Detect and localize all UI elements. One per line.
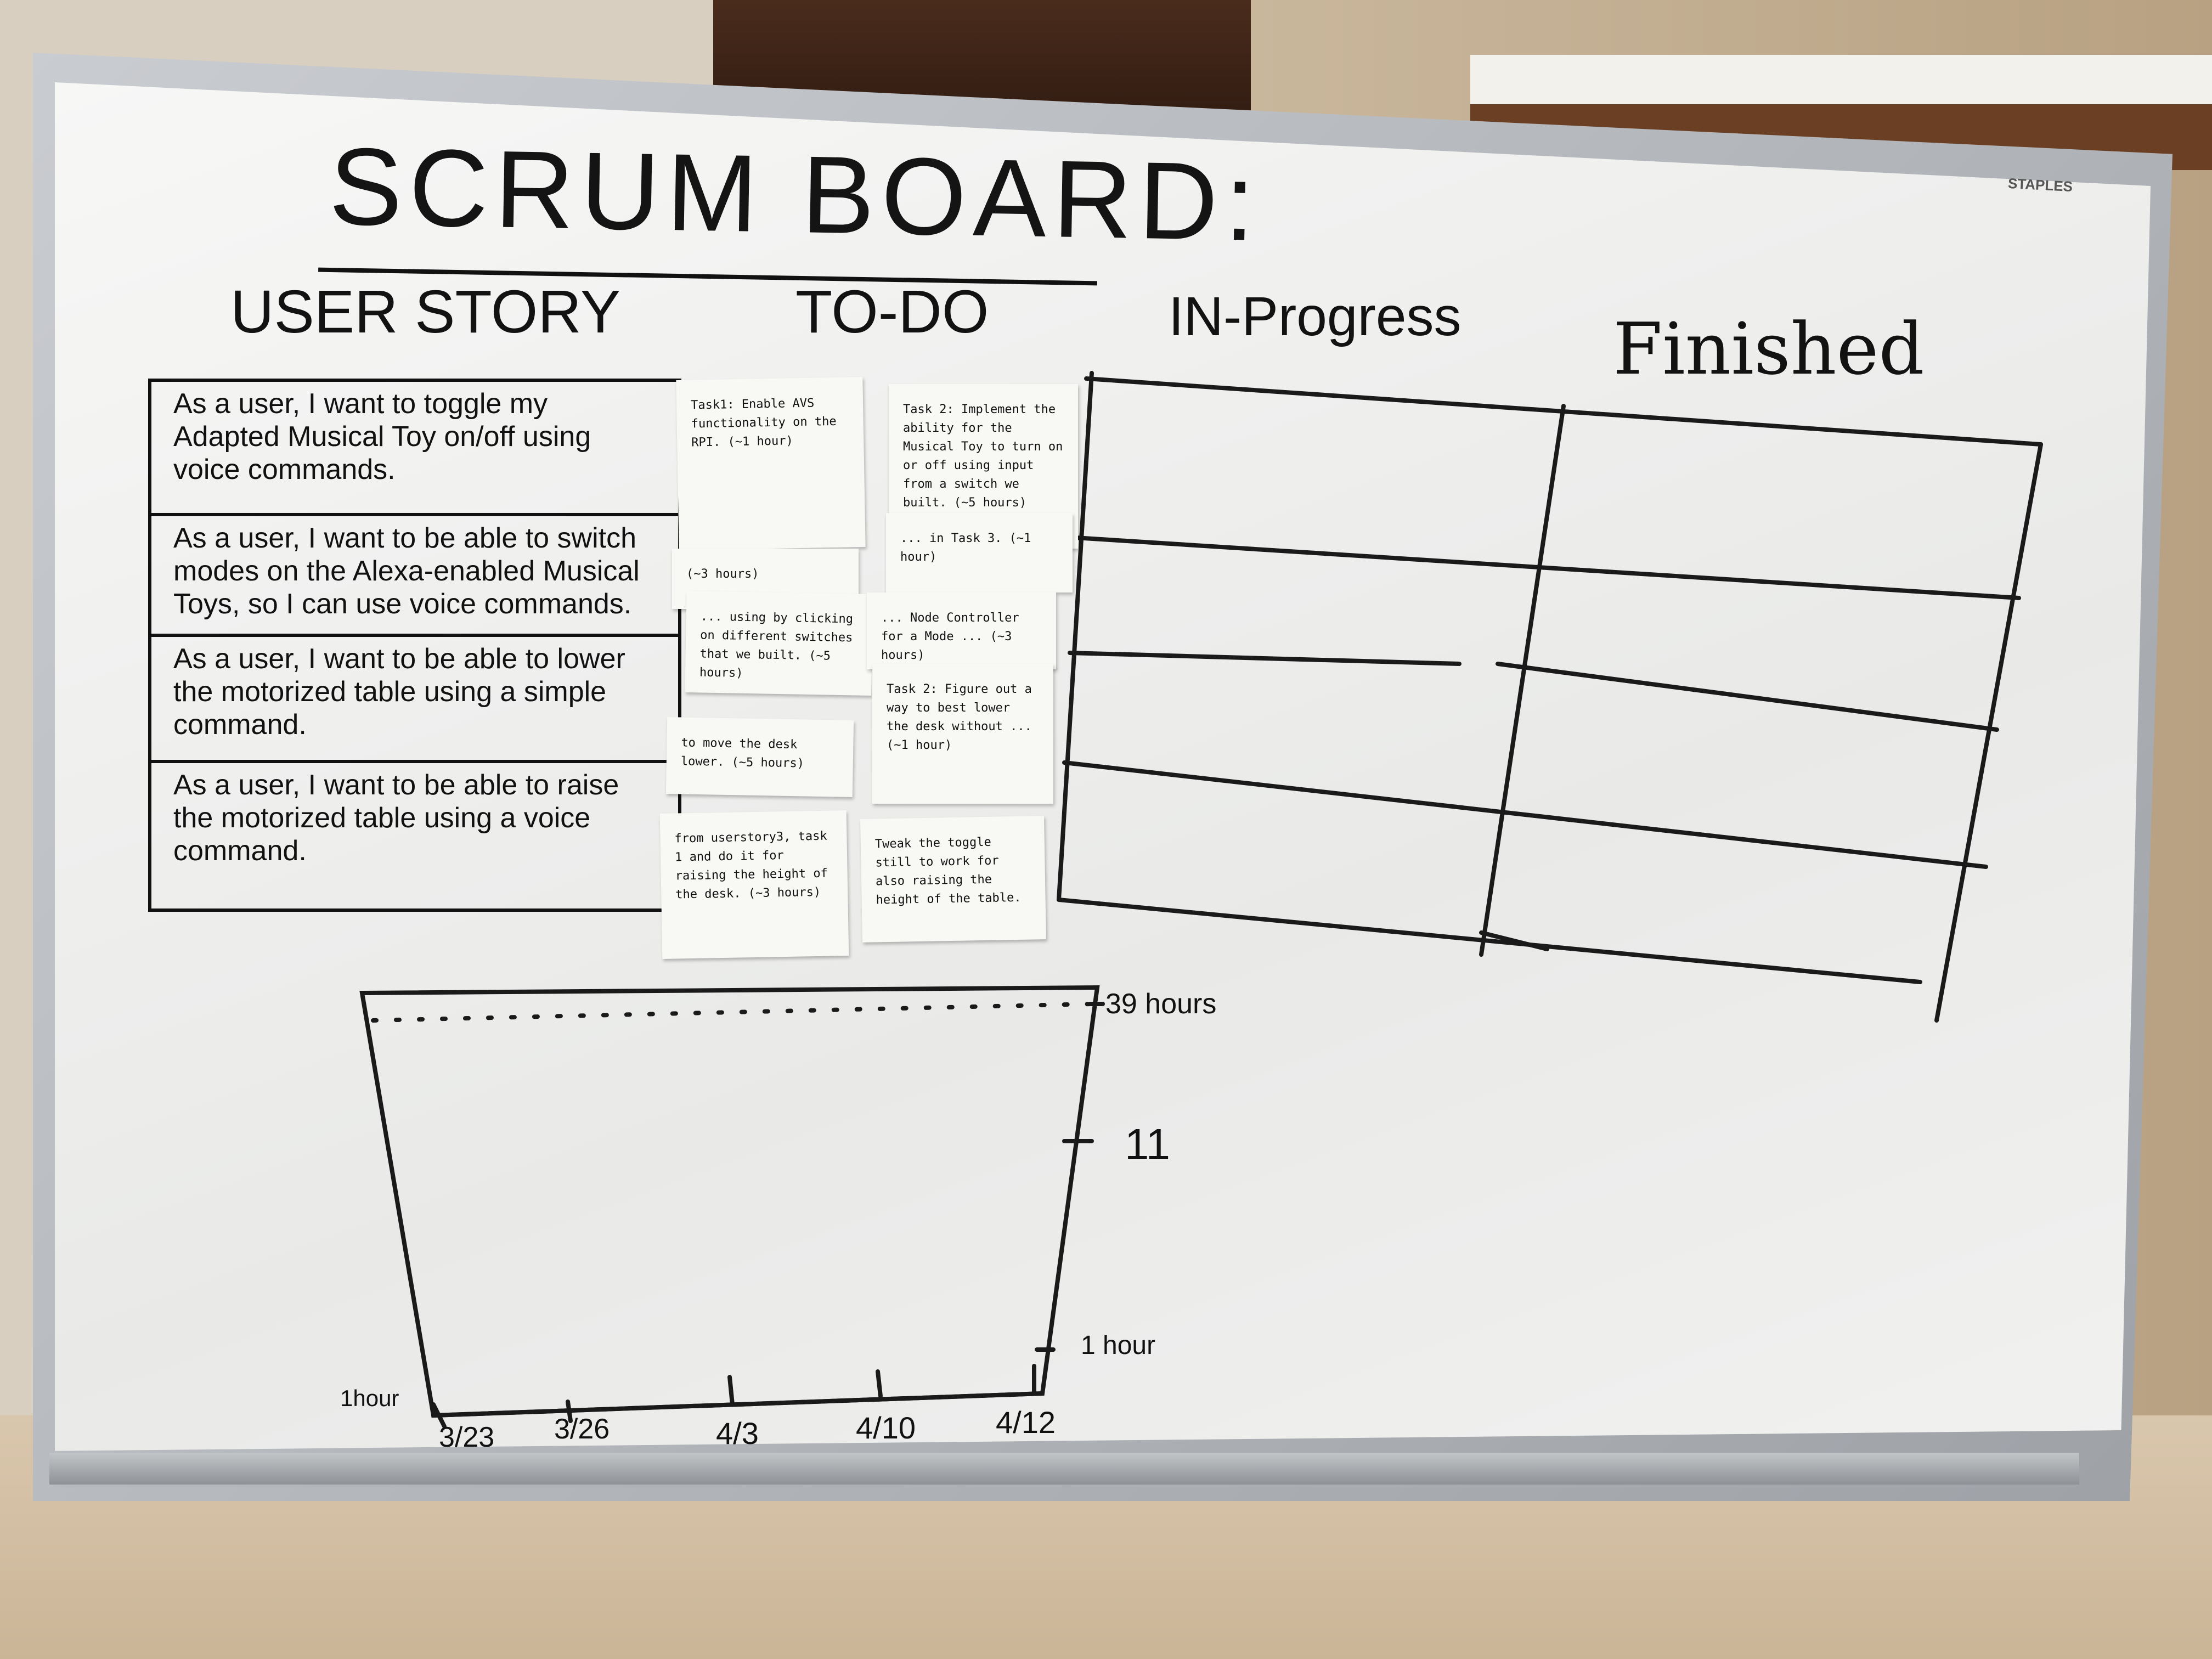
header-finished: Finished [1613,307,1925,391]
y-label-1-hour: 1 hour [1081,1331,1156,1360]
y-label-39-hours: 39 hours [1105,988,1217,1020]
sticky-left-4-text: to move the desk lower. (~5 hours) [680,736,805,771]
finished-right-border [1934,442,2043,1023]
burndown-ideal-line [371,1002,1094,1023]
sticky-right-5-text: Tweak the toggle still to work for also … [874,835,1022,907]
grid-corner-tick [1479,930,1549,951]
sticky-left-2-text: (~3 hours) [686,567,759,581]
sticky-left-1: Task1: Enable AVS functionality on the R… [676,377,866,550]
user-story-column: As a user, I want to toggle my Adapted M… [148,379,681,912]
sticky-right-2-text: ... in Task 3. (~1 hour) [900,532,1031,564]
sticky-right-3-text: ... Node Controller for a Mode ... (~3 h… [881,611,1019,662]
grid-bottom-line [1057,898,1922,984]
kitchen-counter [1470,55,2212,104]
tick-x-2 [566,1400,573,1423]
burndown-box [359,985,1100,1418]
sticky-left-4: to move the desk lower. (~5 hours) [665,717,854,797]
x-label-3: 4/3 [716,1416,759,1451]
sticky-left-3: ... using by clicking on different switc… [685,591,873,696]
sticky-right-2: ... in Task 3. (~1 hour) [886,513,1073,592]
x-label-2: 3/26 [554,1413,610,1445]
user-story-3: As a user, I want to be able to lower th… [151,637,678,763]
x-label-1: 3/23 [439,1421,495,1453]
grid-row-line-2b [1496,662,1999,732]
x-label-4: 4/10 [856,1410,916,1445]
header-user-story: USER STORY [230,278,621,346]
tick-x-4 [876,1369,883,1398]
y-label-11: 11 [1125,1120,1171,1169]
grid-row-line-2a [1068,651,1462,666]
sticky-left-3-text: ... using by clicking on different switc… [699,610,854,680]
grid-row-line-3 [1062,760,1988,869]
marker-tray [49,1453,2079,1485]
sticky-right-4: Task 2: Figure out a way to best lower t… [872,664,1053,804]
grid-row-line-1 [1073,535,2021,600]
sticky-right-1-text: Task 2: Implement the ability for the Mu… [903,403,1063,510]
tick-x-3 [727,1375,735,1407]
in-progress-right-border [1479,404,1566,957]
user-story-4: As a user, I want to be able to raise th… [173,769,619,867]
sticky-left-5: from userstory3, task 1 and do it for ra… [659,810,849,959]
burndown-x-axis [431,1391,1045,1418]
sticky-left-5-text: from userstory3, task 1 and do it for ra… [674,829,828,902]
tick-x-1 [431,1402,447,1429]
sticky-left-1-text: Task1: Enable AVS functionality on the R… [690,396,837,450]
header-todo: TO-DO [795,278,989,346]
sticky-right-4-text: Task 2: Figure out a way to best lower t… [887,682,1032,752]
todo-right-border [1057,371,1094,902]
user-story-1: As a user, I want to toggle my Adapted M… [151,382,678,516]
origin-label: 1hour [340,1385,399,1411]
x-label-5: 4/12 [996,1405,1056,1440]
header-in-progress: IN-Progress [1169,286,1462,347]
sticky-right-5: Tweak the toggle still to work for also … [860,816,1046,943]
sticky-right-3: ... Node Controller for a Mode ... (~3 h… [867,592,1056,669]
user-story-2: As a user, I want to be able to switch m… [151,516,678,637]
